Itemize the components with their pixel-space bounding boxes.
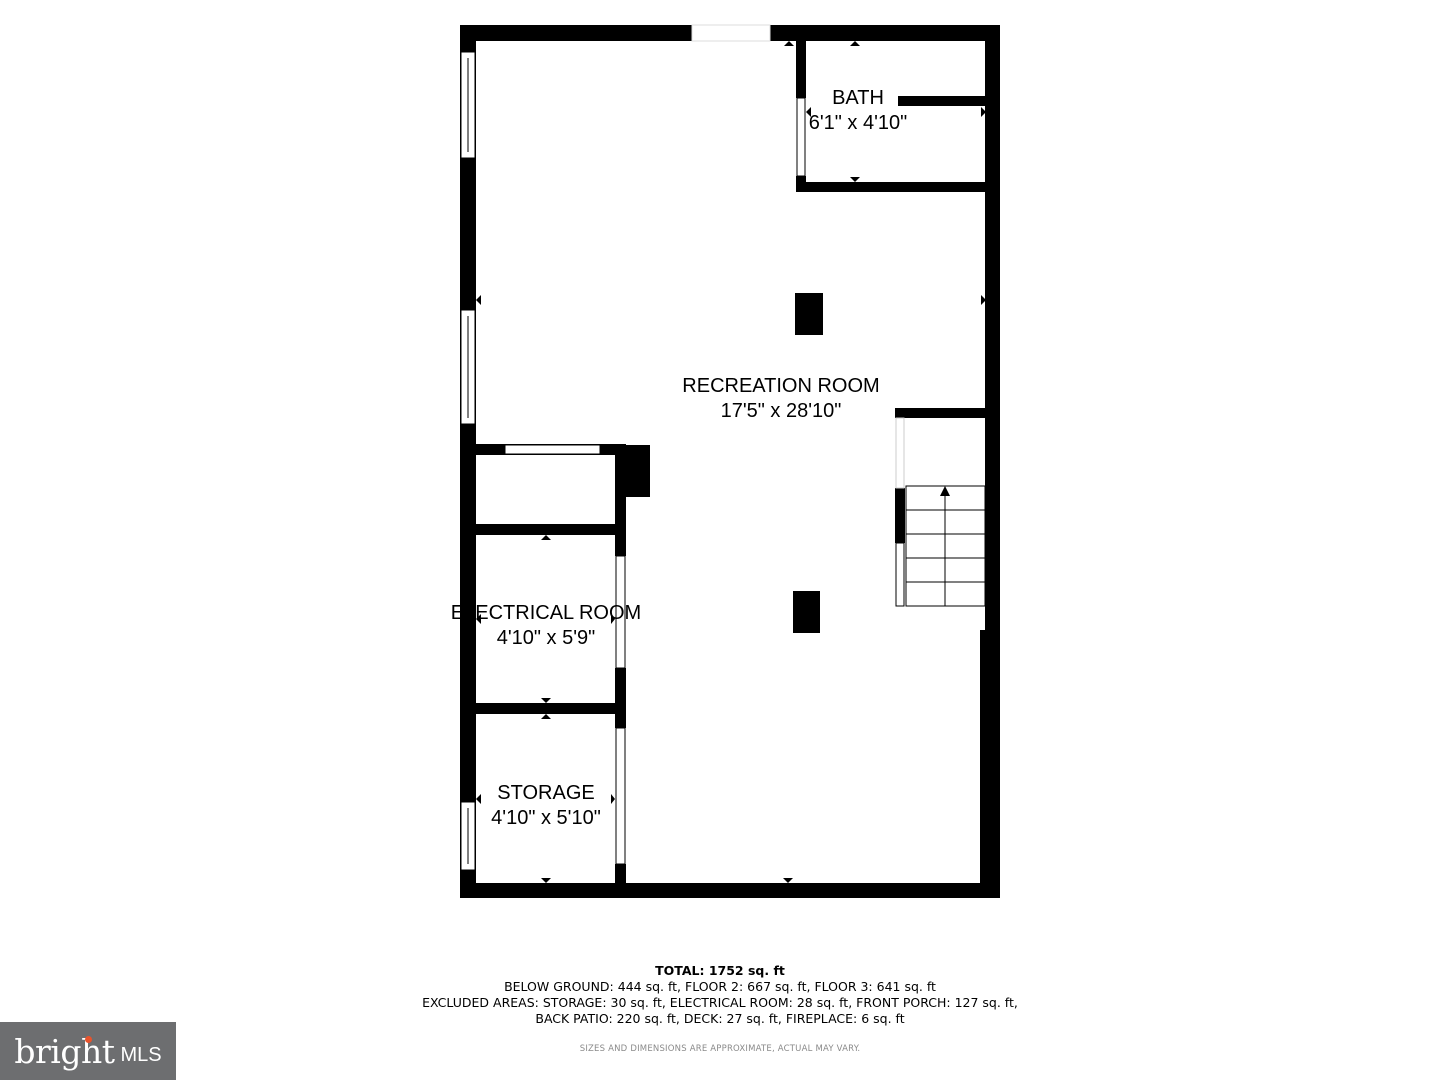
exterior-wall-bottom <box>460 883 1000 898</box>
recreation-dimensions: 17'5" x 28'10" <box>720 400 842 422</box>
exterior-wall-left <box>460 25 476 898</box>
exterior-wall-right-lower <box>980 630 1000 898</box>
bath-wall-left-top <box>796 41 806 98</box>
storage-name: STORAGE <box>497 782 595 804</box>
storage-dimensions: 4'10" x 5'10" <box>491 807 601 829</box>
column-upper <box>795 293 823 335</box>
column-lower <box>793 591 820 633</box>
logo-brand: bright <box>14 1031 115 1071</box>
top-doorway <box>691 24 771 42</box>
logo-suffix: MLS <box>120 1043 162 1066</box>
dimension-markers <box>476 41 986 883</box>
room-label-storage: STORAGE 4'10" x 5'10" <box>491 781 601 831</box>
stair-rail <box>895 542 905 607</box>
excluded-areas-2: BACK PATIO: 220 sq. ft, DECK: 27 sq. ft,… <box>535 1011 905 1026</box>
bath-name: BATH <box>832 87 884 109</box>
stair-wall-left <box>895 488 905 543</box>
stairs <box>905 485 986 607</box>
room-label-electrical: ELECTRICAL ROOM 4'10" x 5'9" <box>451 601 641 651</box>
closet-window <box>504 444 601 455</box>
exterior-wall-top-left <box>460 25 692 41</box>
electrical-dimensions: 4'10" x 5'9" <box>496 627 596 649</box>
room-label-bath: BATH 6'1" x 4'10" <box>809 86 908 136</box>
stair-wall-top <box>895 408 986 418</box>
bath-wall-bottom <box>796 182 986 192</box>
side-rooms-wall-right-top <box>615 444 626 556</box>
disclaimer: SIZES AND DIMENSIONS ARE APPROXIMATE, AC… <box>579 1044 861 1054</box>
storage-door <box>615 727 626 865</box>
total-area: TOTAL: 1752 sq. ft <box>655 963 785 978</box>
side-rooms-wall-right-bottom <box>615 864 626 884</box>
excluded-areas-1: EXCLUDED AREAS: STORAGE: 30 sq. ft, ELEC… <box>422 995 1018 1010</box>
electrical-wall-top <box>476 524 626 535</box>
bright-mls-logo: bright MLS <box>0 1022 176 1080</box>
exterior-wall-right-upper <box>985 25 1000 633</box>
bath-door <box>796 97 806 177</box>
bath-dimensions: 6'1" x 4'10" <box>808 112 908 134</box>
stair-gap <box>895 417 905 489</box>
recreation-name: RECREATION ROOM <box>682 375 880 397</box>
exterior-wall-top-right <box>770 25 1000 41</box>
side-rooms-wall-right-mid <box>615 668 626 728</box>
electrical-name: ELECTRICAL ROOM <box>450 602 642 624</box>
storage-wall-top <box>476 703 626 714</box>
logo-dot-icon <box>85 1036 92 1043</box>
room-label-recreation: RECREATION ROOM 17'5" x 28'10" <box>682 374 879 424</box>
floor-areas: BELOW GROUND: 444 sq. ft, FLOOR 2: 667 s… <box>504 979 936 994</box>
bath-partition <box>898 96 986 106</box>
area-summary: TOTAL: 1752 sq. ft BELOW GROUND: 444 sq.… <box>0 963 1440 1027</box>
stair-arrow <box>940 486 950 496</box>
